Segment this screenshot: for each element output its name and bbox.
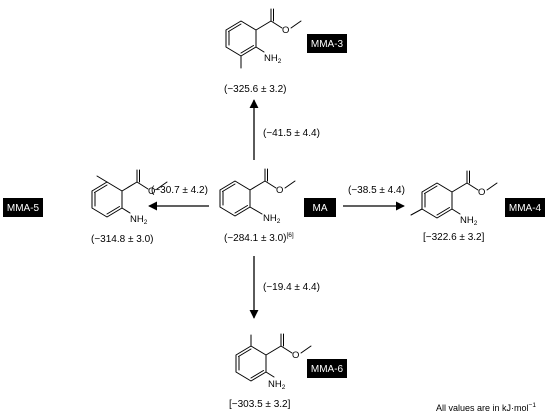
label-box-mma4 [505,198,545,217]
atom-o-mma6: O [292,350,299,361]
value-mma6: [−303.5 ± 3.2] [229,399,291,410]
atom-nh2-mma3: NH2 [264,53,282,65]
atom-o-ma: O [276,185,283,196]
atom-nh2-mma4: NH2 [460,215,478,227]
value-mma3: (−325.6 ± 3.2) [224,84,286,95]
molecule-mma3: O NH2 MMA-3 (−325.6 ± 3.2) [224,8,347,95]
label-box-mma5 [3,198,43,217]
label-mma5: MMA-5 [7,203,40,214]
value-mma5: (−314.8 ± 3.0) [91,234,153,245]
molecule-mma5: O NH2 MMA-5 (−314.8 ± 3.0) [3,169,168,245]
atom-nh2-mma6: NH2 [268,379,286,391]
label-ma: MA [313,203,328,214]
arrow-right-value: (−38.5 ± 4.4) [348,185,405,196]
structure-mma6 [235,333,312,382]
structure-mma5 [91,169,168,218]
atom-nh2-ma: NH2 [263,213,281,225]
atom-o-mma5: O [148,186,155,197]
arrow-down: (−19.4 ± 4.4) [249,256,320,319]
arrow-up: (−41.5 ± 4.4) [249,99,320,160]
units-note: All values are in kJ·mol−1 [436,402,536,413]
molecule-mma4: O NH2 MMA-4 [−322.6 ± 3.2] [410,170,545,243]
label-box-mma6 [307,359,347,378]
atom-o-mma3: O [282,25,289,36]
label-box-mma3 [307,34,347,53]
atom-nh2-mma5: NH2 [130,214,148,226]
arrow-left: (−30.7 ± 4.2) [148,185,209,211]
structure-ma [219,168,296,217]
atom-o-mma4: O [478,187,485,198]
value-mma4: [−322.6 ± 3.2] [423,232,485,243]
arrow-down-value: (−19.4 ± 4.4) [263,282,320,293]
label-box-ma [304,198,336,217]
label-mma4: MMA-4 [509,203,542,214]
arrow-right: (−38.5 ± 4.4) [343,185,405,211]
label-mma6: MMA-6 [311,364,344,375]
arrow-up-value: (−41.5 ± 4.4) [263,128,320,139]
structure-mma4 [410,170,498,219]
molecule-mma6: O NH2 MMA-6 [−303.5 ± 3.2] [229,333,347,410]
molecule-ma: O NH2 MA (−284.1 ± 3.0)[6] [219,168,336,244]
value-ma: (−284.1 ± 3.0)[6] [224,232,294,244]
arrow-left-value: (−30.7 ± 4.2) [151,185,208,196]
label-mma3: MMA-3 [311,39,344,50]
structure-mma3 [225,8,302,69]
